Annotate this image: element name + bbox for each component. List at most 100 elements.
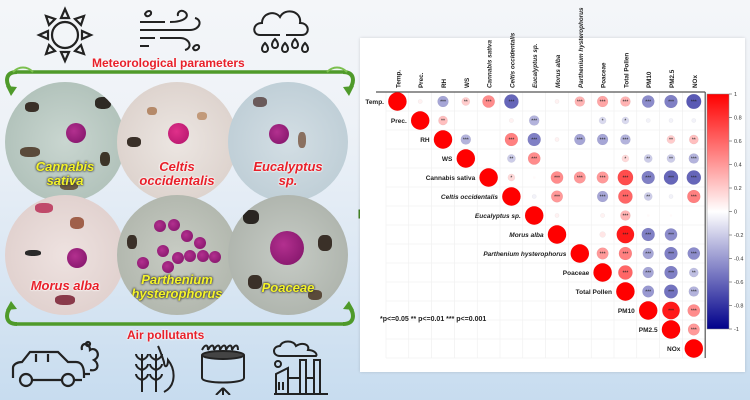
- column-label: NOx: [692, 75, 699, 88]
- correlation-circle: [646, 214, 650, 217]
- correlation-circle: [621, 154, 630, 163]
- row-label: RH: [420, 137, 430, 144]
- column-label: Cannabis sativa: [487, 40, 494, 88]
- correlation-circle: [618, 189, 633, 204]
- significance-stars: ***: [645, 270, 651, 276]
- column-label: Morus alba: [555, 54, 562, 88]
- correlation-circle: [599, 231, 606, 238]
- top-bracket-arrow: [5, 66, 355, 96]
- significance-stars: **: [441, 118, 445, 124]
- significance-stars: ***: [645, 232, 651, 238]
- correlation-circle: [643, 192, 653, 201]
- bottom-bracket-arrow: [5, 301, 355, 326]
- significance-stars: ***: [531, 118, 537, 124]
- correlation-circle: [689, 267, 699, 278]
- significance-stars: ***: [691, 156, 697, 162]
- correlation-circle: [527, 152, 541, 165]
- row-label: Eucalyptus sp.: [475, 213, 521, 220]
- correlation-circle: [687, 247, 701, 260]
- correlation-circle: [578, 195, 581, 198]
- micrograph-label: Eucalyptus: [253, 159, 323, 174]
- column-label: Temp.: [395, 70, 402, 88]
- row-label: Prec.: [391, 118, 407, 125]
- correlation-circle: [578, 214, 581, 217]
- column-label: PM10: [646, 71, 653, 88]
- correlation-circle: [687, 189, 701, 204]
- significance-stars: ***: [600, 99, 606, 105]
- significance-stars: ***: [577, 137, 583, 143]
- correlation-circle: [692, 233, 695, 236]
- correlation-circle: [664, 94, 678, 109]
- micrograph-morus-alba: Morus alba: [5, 195, 125, 315]
- correlation-circle: [668, 194, 674, 199]
- correlation-circle: [555, 119, 559, 122]
- significance-stars: ***: [600, 194, 606, 200]
- correlation-circle: [578, 233, 581, 236]
- significance-stars: ***: [645, 251, 651, 257]
- significance-stars: ***: [691, 289, 697, 295]
- correlation-circle: [621, 116, 630, 125]
- sun-icon: [36, 6, 94, 64]
- micrograph-label: Poaceae: [261, 280, 315, 295]
- correlation-circle: [616, 225, 635, 244]
- row-label: Total Pollen: [576, 289, 612, 296]
- correlation-circle: [617, 169, 634, 186]
- row-label: Temp.: [365, 99, 384, 106]
- correlation-circle: [487, 157, 490, 160]
- correlation-circle: [641, 95, 655, 108]
- correlation-circle: [664, 246, 678, 261]
- significance-stars: *: [602, 118, 604, 124]
- correlation-circle: [531, 194, 537, 199]
- correlation-circle: [550, 171, 564, 184]
- colorbar-tick-label: 1: [734, 92, 737, 98]
- significance-stars: ***: [531, 156, 537, 162]
- significance-stars: ***: [622, 99, 628, 105]
- correlation-circle: [507, 154, 516, 163]
- correlation-circle: [509, 118, 514, 123]
- significance-stars: ***: [691, 308, 697, 314]
- significance-stars: ***: [691, 327, 697, 333]
- colorbar-tick-label: -0.2: [734, 233, 743, 239]
- correlation-circle: [433, 130, 453, 149]
- row-label: Poaceae: [563, 270, 590, 277]
- correlation-circle: [616, 282, 635, 301]
- micrograph-label: Cannabis: [35, 159, 95, 174]
- car-exhaust-icon: [11, 340, 99, 388]
- micrograph-label: sativa: [46, 173, 84, 188]
- left-illustration: Meteorological parameters Cannabis sativ…: [0, 0, 360, 400]
- correlation-circle: [600, 213, 605, 218]
- correlation-circle: [533, 100, 536, 103]
- significance-stars: **: [692, 270, 696, 276]
- significance-stars: ***: [600, 175, 606, 181]
- correlation-circle: [664, 228, 678, 241]
- significance-stars: ***: [508, 137, 514, 143]
- micrograph-parthenium: Parthenium hysterophorus: [117, 195, 237, 315]
- significance-stars: ***: [691, 194, 697, 200]
- significance-stars: ***: [577, 175, 583, 181]
- correlation-circle: [387, 92, 407, 111]
- correlation-circle: [501, 187, 521, 206]
- correlation-circle: [532, 176, 536, 179]
- air-pollutants-label: Air pollutants: [127, 328, 205, 342]
- correlation-circle: [578, 119, 581, 122]
- row-label: Celtis occidentalis: [441, 194, 498, 201]
- micrograph-label: hysterophorus: [131, 286, 223, 301]
- correlation-circle: [642, 247, 654, 260]
- correlation-circle: [669, 214, 673, 217]
- significance-stars: ***: [622, 213, 628, 219]
- correlation-circle: [668, 118, 674, 123]
- correlation-circle: [620, 210, 631, 221]
- correlation-circle: [638, 301, 658, 320]
- correlation-circle: [527, 132, 541, 147]
- significance-stars: ***: [691, 99, 697, 105]
- correlation-circle: [574, 133, 586, 146]
- correlation-circle: [438, 115, 448, 126]
- colorbar-tick-label: 0: [734, 210, 737, 216]
- significance-stars: **: [509, 156, 513, 162]
- micrograph-label: Parthenium: [141, 272, 213, 287]
- significance-stars: ***: [668, 270, 674, 276]
- correlation-circle: [596, 171, 609, 184]
- colorbar-tick-label: -1: [734, 327, 739, 333]
- colorbar-tick-label: 0.4: [734, 163, 742, 169]
